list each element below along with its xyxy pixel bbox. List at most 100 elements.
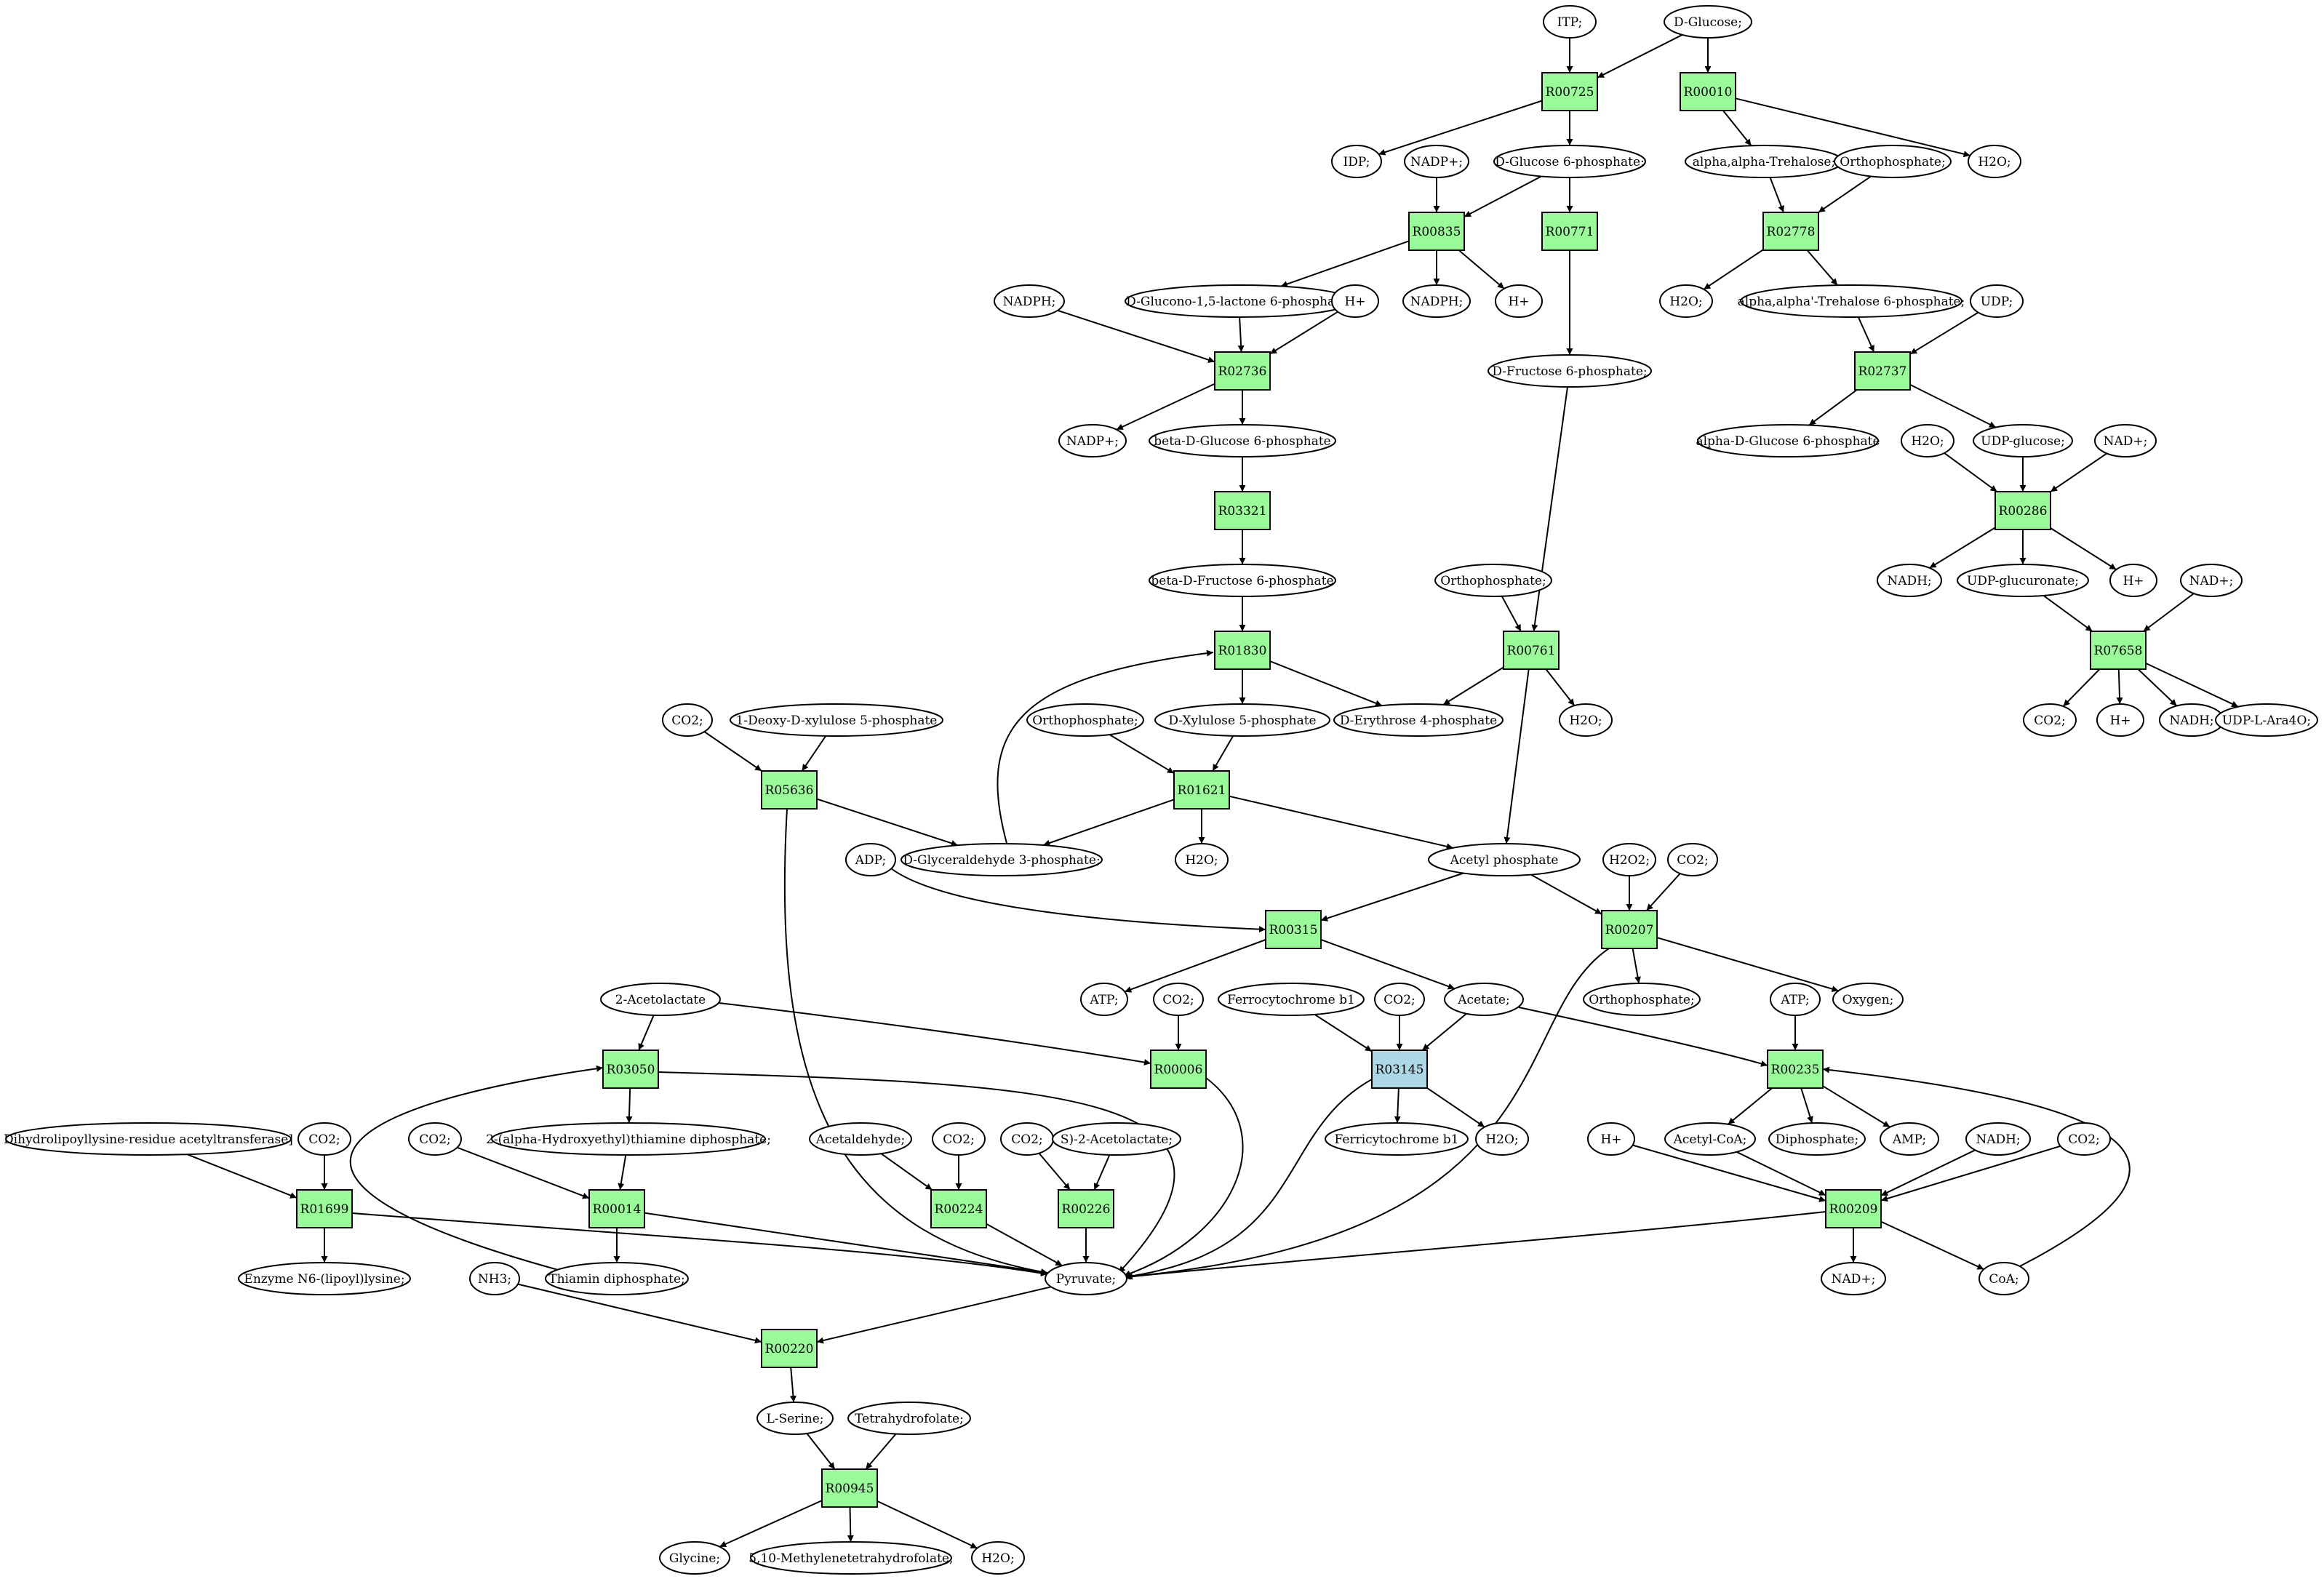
metabolite-node-x5p[interactable]: D-Xylulose 5-phosphate bbox=[1154, 703, 1330, 737]
metabolite-node-lipoyl[interactable]: Enzyme N6-(lipoyl)lysine; bbox=[238, 1262, 411, 1295]
metabolite-node-hetpp[interactable]: 2-(alpha-Hydroxyethyl)thiamine diphospha… bbox=[486, 1122, 771, 1156]
metabolite-node-h2o-r01621[interactable]: H2O; bbox=[1175, 843, 1229, 876]
metabolite-node-acald[interactable]: Acetaldehyde; bbox=[809, 1122, 912, 1156]
metabolite-node-hplus2[interactable]: H+ bbox=[1495, 284, 1543, 318]
reaction-node-r00761[interactable]: R00761 bbox=[1503, 631, 1560, 670]
metabolite-node-acetate[interactable]: Acetate; bbox=[1444, 983, 1524, 1016]
metabolite-node-coa[interactable]: CoA; bbox=[1978, 1262, 2029, 1295]
reaction-node-r00220[interactable]: R00220 bbox=[761, 1329, 818, 1368]
metabolite-node-gap[interactable]: D-Glyceraldehyde 3-phosphate; bbox=[901, 843, 1103, 876]
reaction-node-r01830[interactable]: R01830 bbox=[1214, 631, 1271, 670]
metabolite-node-h2o-top[interactable]: H2O; bbox=[1968, 145, 2021, 178]
metabolite-node-o2[interactable]: Oxygen; bbox=[1832, 983, 1904, 1016]
metabolite-node-co2-g[interactable]: CO2; bbox=[408, 1122, 462, 1156]
metabolite-node-co2-e[interactable]: CO2; bbox=[1374, 983, 1425, 1016]
reaction-node-r07658[interactable]: R07658 bbox=[2090, 631, 2147, 670]
metabolite-node-glycine[interactable]: Glycine; bbox=[659, 1541, 730, 1575]
reaction-node-r03321[interactable]: R03321 bbox=[1214, 491, 1271, 530]
metabolite-node-co2-j[interactable]: CO2; bbox=[2057, 1122, 2111, 1156]
metabolite-node-trehalose[interactable]: alpha,alpha-Trehalose; bbox=[1685, 145, 1843, 178]
reaction-node-r02778[interactable]: R02778 bbox=[1762, 212, 1819, 251]
reaction-node-r00315[interactable]: R00315 bbox=[1265, 910, 1322, 949]
metabolite-node-nad2[interactable]: NAD+; bbox=[2180, 564, 2243, 597]
metabolite-node-nadph2[interactable]: NADPH; bbox=[1402, 284, 1471, 318]
metabolite-node-pi3[interactable]: Orthophosphate; bbox=[1026, 703, 1144, 737]
metabolite-node-co2-i[interactable]: CO2; bbox=[1000, 1122, 1054, 1156]
metabolite-node-tpp[interactable]: Thiamin diphosphate; bbox=[545, 1262, 689, 1295]
reaction-node-r00207[interactable]: R00207 bbox=[1601, 910, 1658, 949]
metabolite-node-nadh1[interactable]: NADH; bbox=[1877, 564, 1942, 597]
metabolite-node-h2o-r00761[interactable]: H2O; bbox=[1559, 703, 1613, 737]
metabolite-node-serine[interactable]: L-Serine; bbox=[756, 1402, 834, 1435]
reaction-node-r00725[interactable]: R00725 bbox=[1541, 72, 1598, 111]
metabolite-node-h2o-r00286[interactable]: H2O; bbox=[1901, 424, 1954, 457]
metabolite-node-g6p[interactable]: D-Glucose 6-phosphate; bbox=[1493, 145, 1646, 178]
metabolite-node-pi1[interactable]: Orthophosphate; bbox=[1834, 145, 1952, 178]
metabolite-node-acetolactate[interactable]: 2-Acetolactate bbox=[600, 983, 721, 1016]
metabolite-node-amp[interactable]: AMP; bbox=[1880, 1122, 1939, 1156]
metabolite-node-hplus5[interactable]: H+ bbox=[1587, 1122, 1635, 1156]
metabolite-node-fcb1[interactable]: Ferrocytochrome b1 bbox=[1218, 983, 1365, 1016]
metabolite-node-atp1[interactable]: ATP; bbox=[1080, 983, 1128, 1016]
reaction-node-r00945[interactable]: R00945 bbox=[821, 1468, 878, 1508]
metabolite-node-t6p[interactable]: alpha,alpha'-Trehalose 6-phosphate; bbox=[1738, 284, 1965, 318]
metabolite-node-pi2[interactable]: Orthophosphate; bbox=[1434, 564, 1552, 597]
reaction-node-r01621[interactable]: R01621 bbox=[1173, 770, 1230, 810]
metabolite-node-hplus4[interactable]: H+ bbox=[2096, 703, 2144, 737]
metabolite-node-nad3[interactable]: NAD+; bbox=[1821, 1262, 1886, 1295]
metabolite-node-ag6p[interactable]: alpha-D-Glucose 6-phosphate bbox=[1696, 424, 1880, 457]
metabolite-node-co2-h[interactable]: CO2; bbox=[932, 1122, 986, 1156]
metabolite-node-h2o2[interactable]: H2O2; bbox=[1602, 843, 1656, 876]
reaction-node-r00224[interactable]: R00224 bbox=[930, 1189, 987, 1228]
metabolite-node-udpglcA[interactable]: UDP-glucuronate; bbox=[1957, 564, 2089, 597]
metabolite-node-co2-c[interactable]: CO2; bbox=[1667, 843, 1718, 876]
reaction-node-r00010[interactable]: R00010 bbox=[1680, 72, 1736, 111]
metabolite-node-dxp[interactable]: 1-Deoxy-D-xylulose 5-phosphate bbox=[730, 703, 943, 737]
metabolite-node-dglucose[interactable]: D-Glucose; bbox=[1664, 5, 1752, 39]
metabolite-node-udpara[interactable]: UDP-L-Ara4O; bbox=[2215, 703, 2318, 737]
metabolite-node-adp[interactable]: ADP; bbox=[845, 843, 896, 876]
metabolite-node-co2-b[interactable]: CO2; bbox=[2023, 703, 2077, 737]
reaction-node-r00209[interactable]: R00209 bbox=[1825, 1189, 1882, 1228]
metabolite-node-dlat[interactable]: Dihydrolipoyllysine-residue acetyltransf… bbox=[4, 1122, 293, 1156]
metabolite-node-fecyt[interactable]: Ferricytochrome b1 bbox=[1325, 1122, 1469, 1156]
reaction-node-r00014[interactable]: R00014 bbox=[588, 1189, 645, 1228]
metabolite-node-bg6p[interactable]: beta-D-Glucose 6-phosphate bbox=[1149, 424, 1336, 457]
reaction-node-r01699[interactable]: R01699 bbox=[296, 1189, 353, 1228]
metabolite-node-co2-d[interactable]: CO2; bbox=[1153, 983, 1204, 1016]
reaction-node-r03145[interactable]: R03145 bbox=[1371, 1050, 1428, 1089]
metabolite-node-itp[interactable]: ITP; bbox=[1543, 5, 1597, 39]
metabolite-node-nadph1[interactable]: NADPH; bbox=[994, 284, 1065, 318]
metabolite-node-co2-a[interactable]: CO2; bbox=[662, 703, 713, 737]
metabolite-node-hplus1[interactable]: H+ bbox=[1331, 284, 1379, 318]
reaction-node-r02737[interactable]: R02737 bbox=[1854, 351, 1911, 391]
reaction-node-r00006[interactable]: R00006 bbox=[1150, 1050, 1207, 1089]
metabolite-node-accoa[interactable]: Acetyl-CoA; bbox=[1664, 1122, 1756, 1156]
metabolite-node-idp[interactable]: IDP; bbox=[1331, 145, 1382, 178]
reaction-node-r00771[interactable]: R00771 bbox=[1541, 212, 1598, 251]
metabolite-node-nadh3[interactable]: NADH; bbox=[1965, 1122, 2031, 1156]
reaction-node-r00226[interactable]: R00226 bbox=[1058, 1189, 1114, 1228]
metabolite-node-sacetolactate[interactable]: S)-2-Acetolactate; bbox=[1052, 1122, 1181, 1156]
metabolite-node-udpglc[interactable]: UDP-glucose; bbox=[1973, 424, 2073, 457]
metabolite-node-e4p[interactable]: D-Erythrose 4-phosphate bbox=[1333, 703, 1504, 737]
metabolite-node-udp[interactable]: UDP; bbox=[1970, 284, 2024, 318]
metabolite-node-h2o-r02778[interactable]: H2O; bbox=[1659, 284, 1713, 318]
metabolite-node-hplus3[interactable]: H+ bbox=[2109, 564, 2157, 597]
metabolite-node-pyruvate[interactable]: Pyruvate; bbox=[1045, 1262, 1127, 1295]
metabolite-node-h2o-r00945[interactable]: H2O; bbox=[971, 1541, 1025, 1575]
metabolite-node-bf6p[interactable]: beta-D-Fructose 6-phosphate bbox=[1149, 564, 1336, 597]
metabolite-node-ppi[interactable]: Diphosphate; bbox=[1768, 1122, 1866, 1156]
metabolite-node-thf[interactable]: Tetrahydrofolate; bbox=[847, 1402, 971, 1435]
metabolite-node-nadh2[interactable]: NADH; bbox=[2159, 703, 2224, 737]
metabolite-node-acp[interactable]: Acetyl phosphate bbox=[1428, 843, 1581, 876]
metabolite-node-h2o-r03145[interactable]: H2O; bbox=[1475, 1122, 1529, 1156]
reaction-node-r00835[interactable]: R00835 bbox=[1408, 212, 1465, 251]
metabolite-node-nad1[interactable]: NAD+; bbox=[2094, 424, 2157, 457]
metabolite-node-co2-f[interactable]: CO2; bbox=[298, 1122, 351, 1156]
reaction-node-r00235[interactable]: R00235 bbox=[1767, 1050, 1824, 1089]
metabolite-node-f6p[interactable]: D-Fructose 6-phosphate; bbox=[1488, 354, 1652, 388]
metabolite-node-nh3[interactable]: NH3; bbox=[469, 1262, 520, 1295]
metabolite-node-glucono[interactable]: D-Glucono-1,5-lactone 6-phosphate; bbox=[1125, 284, 1353, 318]
metabolite-node-nadp2[interactable]: NADP+; bbox=[1058, 424, 1127, 457]
